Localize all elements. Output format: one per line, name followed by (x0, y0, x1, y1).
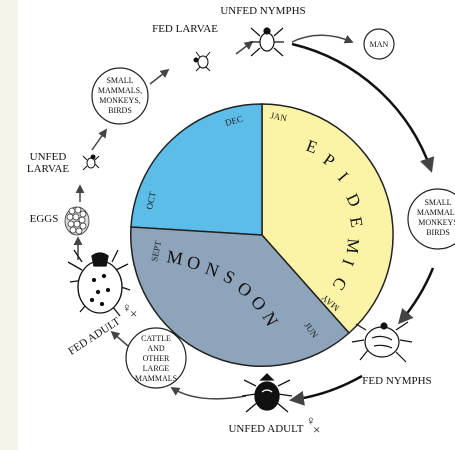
fed-larvae-tick-icon (193, 51, 211, 72)
host-line: SMALL (424, 198, 451, 207)
arrow-unfed-adult-to-cattle (170, 387, 247, 400)
season-wheel (129, 103, 394, 368)
host-man-label: MAN (370, 40, 389, 49)
cycle-arrows (73, 34, 354, 400)
ring-arc-right (398, 267, 435, 325)
cycle-ring (289, 42, 435, 406)
female-symbol: ♀ (306, 413, 316, 428)
unfed-nymph-tick-icon (250, 27, 284, 57)
stage-fed-adult-label: FED ADULT (66, 315, 122, 357)
epidemic-sector (261, 103, 394, 335)
ring-arc-top-right (291, 42, 435, 173)
stage-unfed-larvae-2: LARVAE (27, 163, 70, 175)
arrow-larvae-to-host (91, 128, 108, 151)
host-line: MONKEYS, (99, 96, 141, 105)
stage-unfed-nymphs: UNFED NYMPHS (220, 5, 305, 17)
host-cattle: CATTLE AND OTHER LARGE MAMMALS (125, 327, 187, 389)
stage-unfed-adult-label: UNFED ADULT (228, 423, 303, 435)
host-small-left: SMALL MAMMALS, MONKEYS, BIRDS (91, 67, 149, 125)
host-line: MAMMALS, (98, 86, 142, 95)
arrow-host-to-fed-larvae (149, 68, 170, 85)
host-small-right: SMALL MAMMALS MONKEYS BIRDS (407, 188, 455, 250)
female-symbol: ♀ (122, 300, 132, 315)
stage-fed-nymphs: FED NYMPHS (362, 375, 431, 387)
host-line: MONKEYS (418, 218, 455, 227)
monsoon-letter: M (165, 246, 184, 268)
host-line: BIRDS (426, 228, 450, 237)
monsoon-sector (129, 226, 351, 368)
arrow-cattle-to-fed-adult (110, 330, 129, 347)
host-line: MAMMALS (135, 374, 177, 383)
unfed-larvae-tick-icon (82, 154, 100, 171)
dry-season-sector (130, 103, 263, 236)
fed-adult-tick-icon (67, 249, 131, 317)
unfed-adult-tick-icon (241, 373, 293, 413)
eggs-cluster-icon (64, 206, 90, 236)
month-dec: DEC (224, 114, 244, 128)
cross-symbol: × (313, 422, 320, 437)
month-sept: SEPT (149, 239, 163, 262)
host-man: MAN (363, 28, 395, 60)
arrow-nymphs-to-man (291, 34, 354, 44)
host-line: OTHER (143, 354, 170, 363)
host-line: BIRDS (108, 106, 132, 115)
stage-eggs: EGGS (30, 213, 59, 225)
month-oct: OCT (144, 190, 158, 210)
arrow-fed-larvae-to-nymphs (235, 40, 254, 55)
stage-fed-larvae: FED LARVAE (152, 23, 218, 35)
epidemic-letter: E (346, 215, 367, 230)
host-line: AND (147, 344, 165, 353)
host-line: LARGE (143, 364, 170, 373)
monsoon-letter: N (203, 258, 222, 281)
stage-unfed-adult: UNFED ADULT ♀ × (228, 413, 320, 437)
host-line: SMALL (106, 76, 133, 85)
fed-nymph-tick-icon (351, 321, 413, 363)
host-line: MAMMALS (417, 208, 455, 217)
monsoon-letter: O (185, 251, 202, 274)
stage-unfed-larvae-1: UNFED (30, 151, 67, 163)
host-line: CATTLE (141, 334, 171, 343)
epidemic-letter: M (343, 238, 363, 256)
cross-symbol: × (130, 306, 137, 321)
month-jan: JAN (270, 110, 289, 123)
ring-arc-bottom (289, 374, 363, 406)
